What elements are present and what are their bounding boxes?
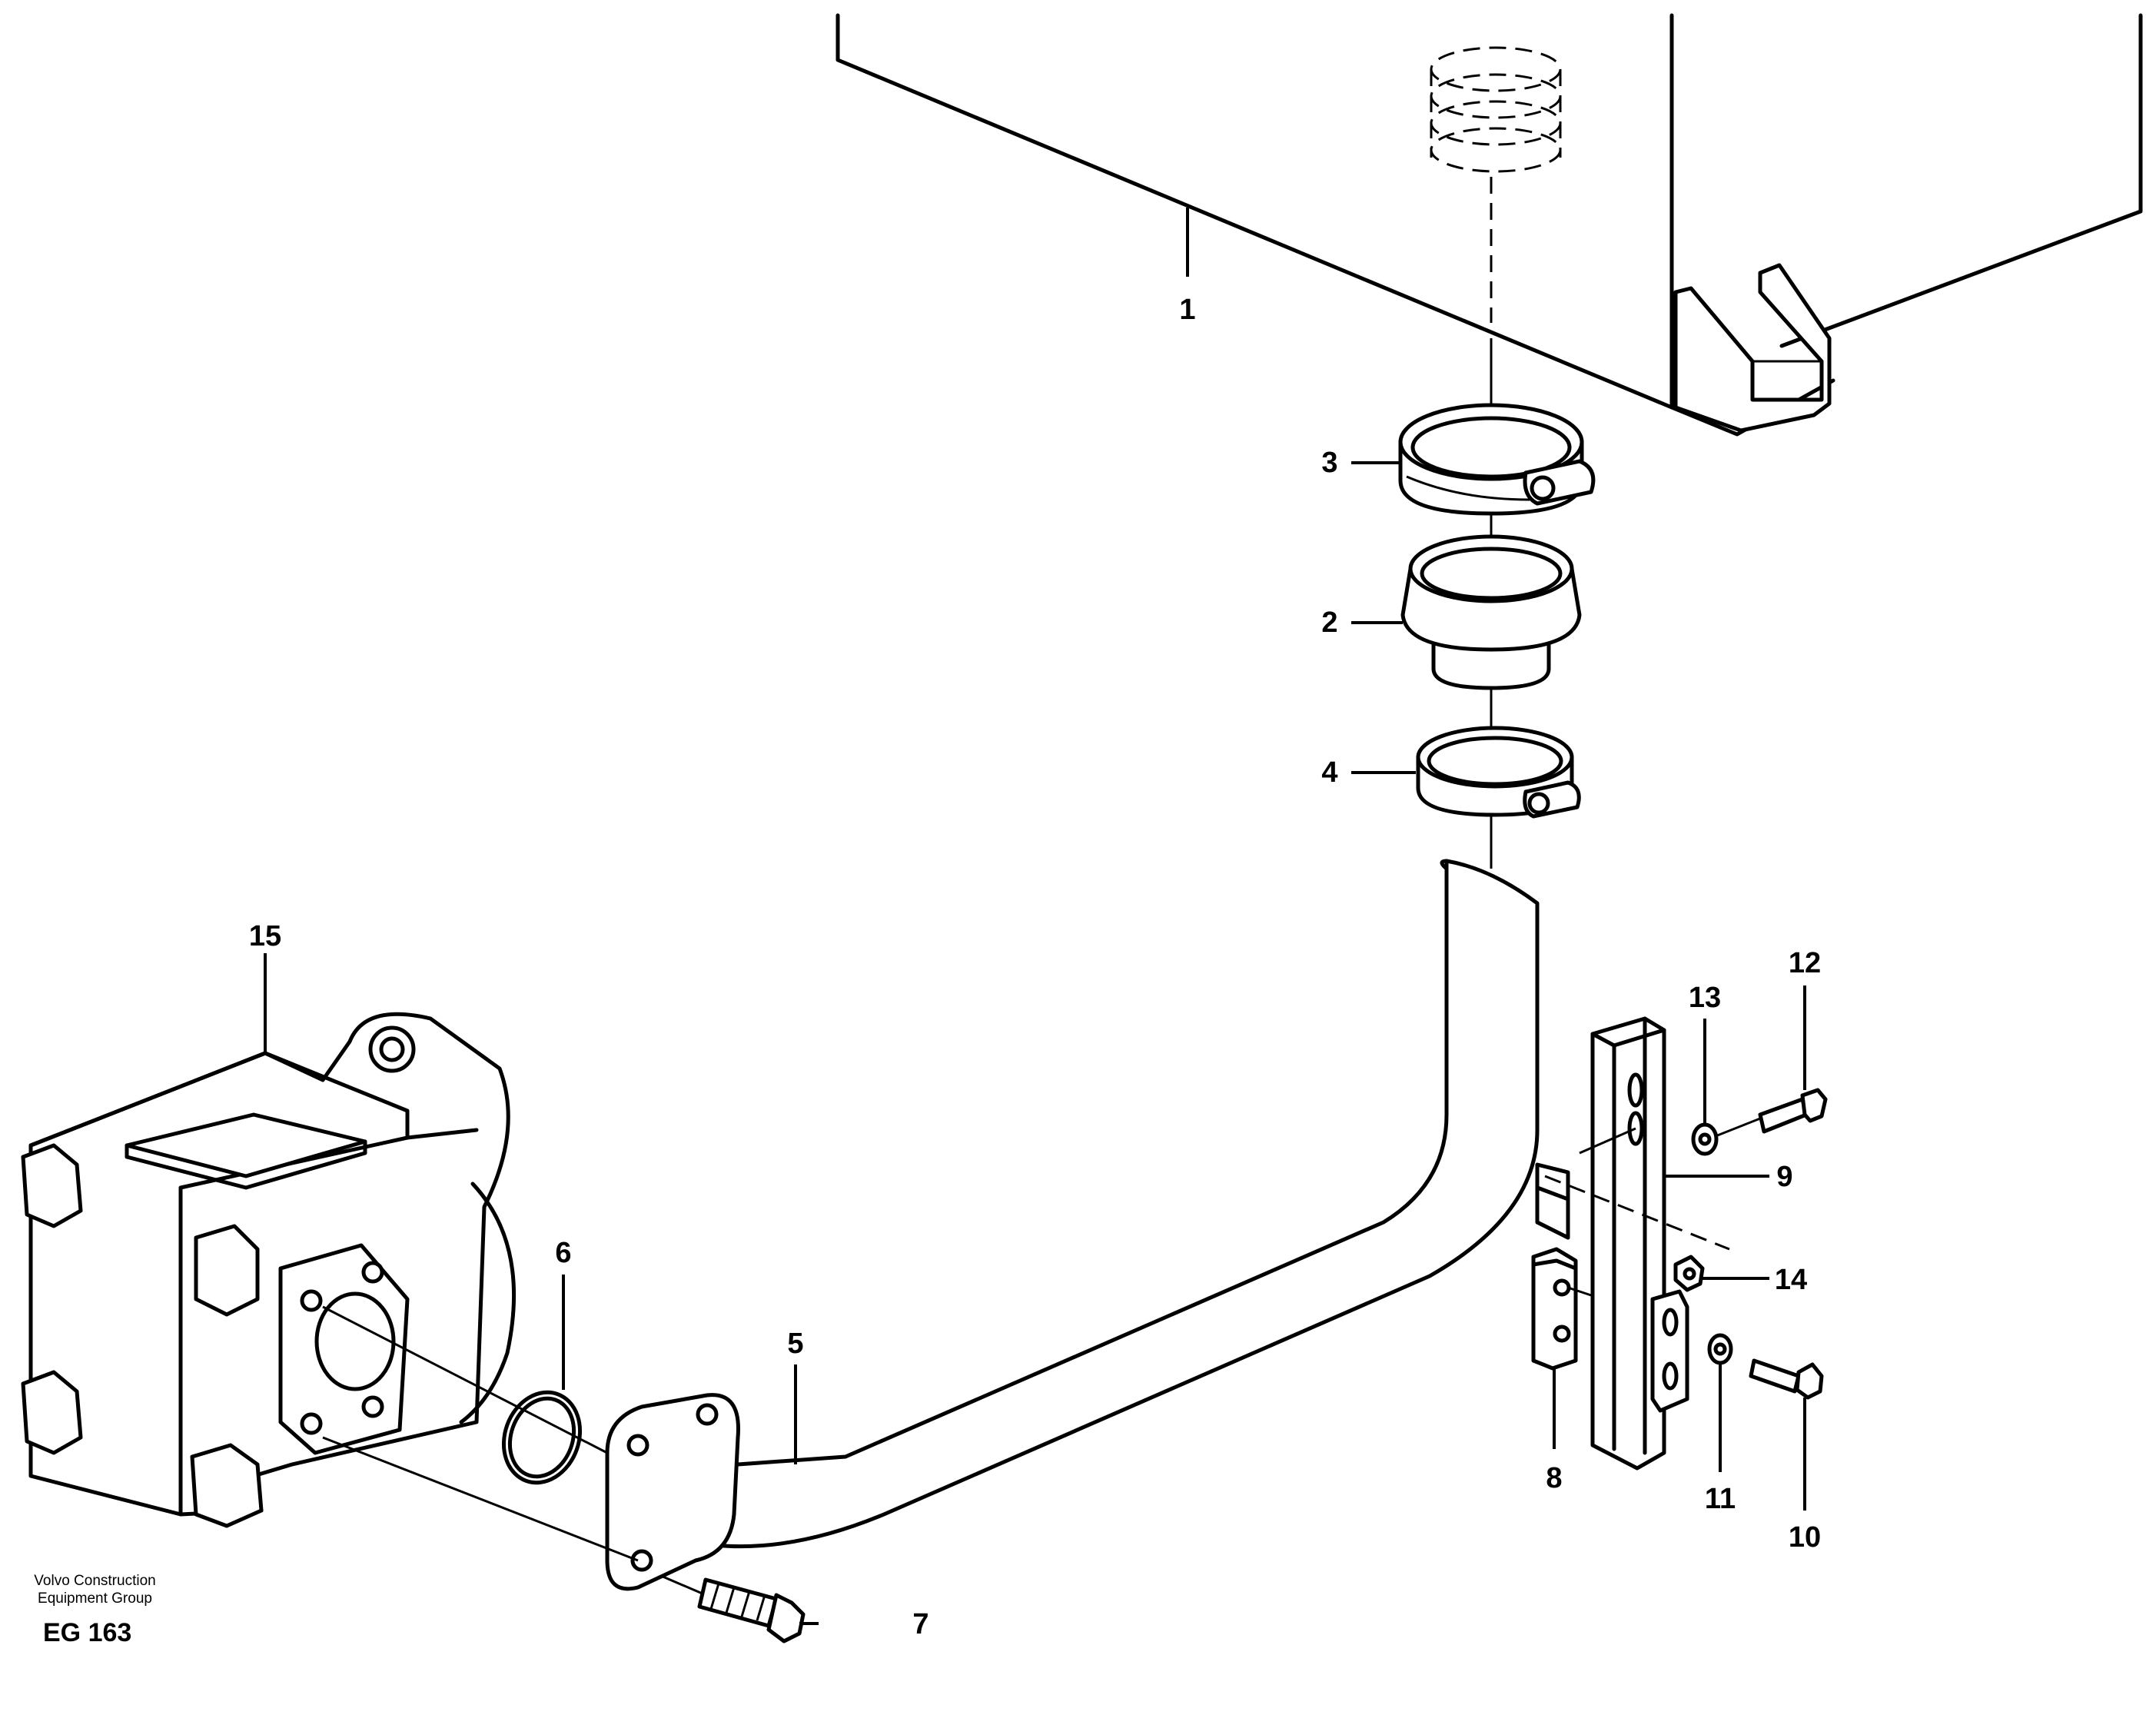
company-line-1: Volvo Construction <box>34 1573 156 1589</box>
callout-10: 10 <box>1789 1521 1821 1554</box>
upper-washer <box>1691 1122 1719 1156</box>
hydraulic-tank <box>835 13 2143 437</box>
suction-pipe <box>636 859 1540 1570</box>
tank-outlet-thread <box>1430 46 1562 323</box>
lock-nut <box>1673 1255 1705 1292</box>
lower-screw <box>1749 1358 1824 1400</box>
lower-hose-clamp <box>1416 726 1581 819</box>
company-credit: Volvo Construction Equipment Group <box>12 1572 178 1607</box>
pipe-flange <box>605 1393 740 1591</box>
callout-2: 2 <box>1321 607 1337 639</box>
callout-9: 9 <box>1776 1161 1792 1193</box>
spacer-block <box>1531 1247 1592 1371</box>
hydraulic-pump <box>21 1012 516 1528</box>
callout-15: 15 <box>249 920 281 952</box>
callout-3: 3 <box>1321 447 1337 479</box>
leader-lines <box>264 208 1806 1625</box>
rubber-hose <box>1400 534 1582 690</box>
callout-14: 14 <box>1775 1264 1807 1296</box>
upper-hose-clamp <box>1398 403 1596 516</box>
callout-13: 13 <box>1689 982 1721 1014</box>
callout-11: 11 <box>1705 1483 1736 1515</box>
lower-clip <box>1650 1289 1689 1413</box>
callout-5: 5 <box>787 1328 803 1360</box>
callout-6: 6 <box>555 1237 571 1269</box>
upper-screw <box>1715 1088 1828 1138</box>
company-line-2: Equipment Group <box>38 1590 152 1607</box>
callout-8: 8 <box>1546 1462 1562 1494</box>
callout-labels: 1 2 3 4 5 6 7 8 9 10 11 12 13 14 15 <box>249 294 1821 1640</box>
callout-12: 12 <box>1789 947 1821 979</box>
o-ring <box>501 1390 583 1485</box>
flange-screw <box>697 1577 806 1644</box>
callout-1: 1 <box>1179 294 1195 326</box>
figure-code: EG 163 <box>43 1618 132 1647</box>
callout-7: 7 <box>912 1608 929 1640</box>
pipe-bracket <box>1535 1016 1730 1471</box>
lower-washer <box>1707 1333 1733 1365</box>
callout-4: 4 <box>1321 756 1337 789</box>
